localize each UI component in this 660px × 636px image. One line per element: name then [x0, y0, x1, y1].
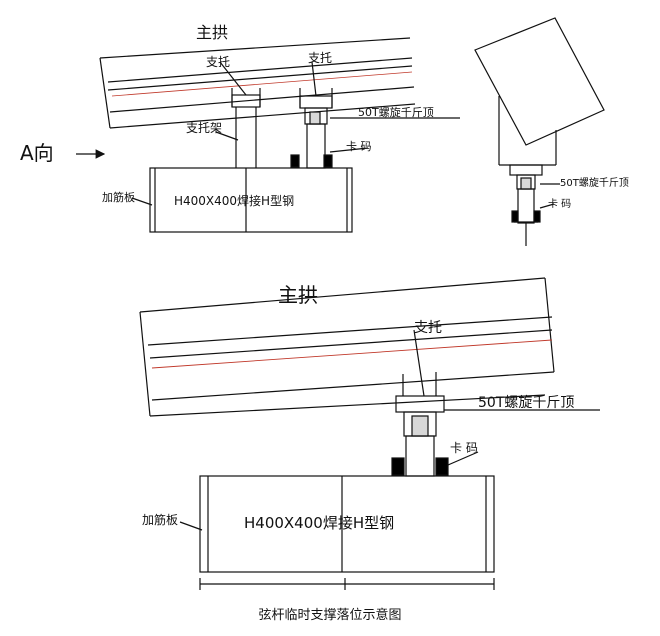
h-beam-top [149, 167, 353, 233]
side-clamp-label: 卡 码 [548, 197, 571, 210]
top-main-arch-label: 主拱 [196, 23, 228, 42]
leader-stiffener [131, 197, 153, 206]
top-jack-label: 50T螺旋千斤顶 [358, 105, 434, 119]
bottom-stiffener-label: 加筋板 [142, 512, 178, 527]
direction-label: A向 [20, 141, 54, 165]
bottom-jack-assembly [391, 372, 449, 477]
side-jack-label: 50T螺旋千斤顶 [560, 176, 629, 189]
leader-support-a [219, 61, 247, 96]
side-arch-section [474, 17, 605, 146]
bottom-support-label: 支托 [414, 320, 442, 336]
bottom-beam-label: H400X400焊接H型钢 [244, 514, 394, 532]
bottom-main-arch-label: 主拱 [278, 283, 318, 307]
dimension-line [199, 578, 495, 590]
bottom-leader-clamp [447, 451, 479, 466]
top-stiffener-label: 加筋板 [102, 190, 135, 204]
support-frame-left [231, 88, 261, 168]
leader-support-frame [215, 131, 239, 141]
arch-red-line [111, 71, 413, 97]
diagram-caption: 弦杆临时支撑落位示意图 [258, 608, 402, 623]
bottom-clamp-label: 卡 码 [450, 441, 478, 455]
side-leader-clamp [539, 203, 555, 209]
side-view [474, 17, 605, 246]
bottom-view [139, 277, 600, 590]
top-support-b-label: 支托 [308, 51, 332, 65]
bottom-arch-band [139, 277, 555, 417]
bottom-jack-label: 50T螺旋千斤顶 [478, 395, 574, 411]
top-support-a-label: 支托 [206, 55, 230, 69]
bottom-arch-red-line [151, 339, 553, 369]
top-view [76, 37, 460, 233]
bottom-leader-support [413, 329, 425, 397]
leader-clamp [329, 147, 369, 153]
top-clamp-label: 卡 码 [346, 140, 372, 153]
h-beam-bottom [199, 475, 495, 573]
top-arch-band [99, 37, 416, 129]
top-support-frame-label: 支托架 [186, 121, 222, 135]
bottom-leader-stiffener [179, 521, 203, 531]
top-beam-label: H400X400焊接H型钢 [174, 193, 294, 208]
jack-top [290, 88, 333, 169]
leader-support-b [311, 61, 317, 97]
